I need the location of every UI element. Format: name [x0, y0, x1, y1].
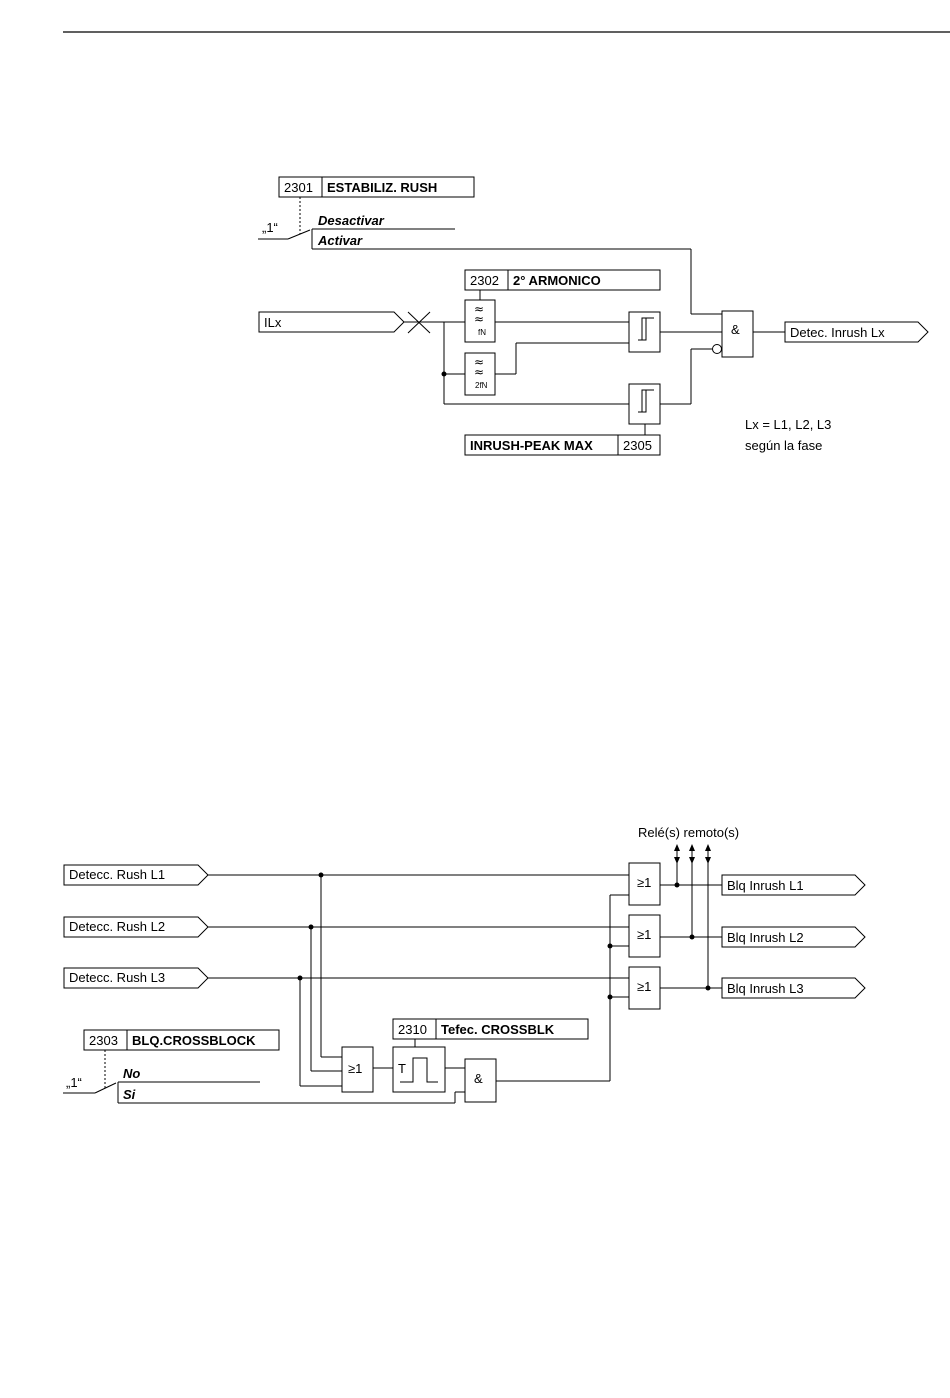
output-blq-l3-label: Blq Inrush L3: [727, 981, 804, 996]
logic-one-label: „1“: [262, 220, 278, 235]
or-gate-l2: ≥1: [628, 914, 661, 958]
input-rush-l1-label: Detecc. Rush L1: [69, 867, 165, 882]
or-gate-l1-label: ≥1: [637, 875, 651, 890]
option-no: No: [123, 1066, 140, 1081]
svg-text:≈: ≈: [474, 365, 484, 379]
input-rush-l2-label: Detecc. Rush L2: [69, 919, 165, 934]
param-2310-number: 2310: [398, 1022, 427, 1037]
output-blq-l2-label: Blq Inrush L2: [727, 930, 804, 945]
param-2303-name: BLQ.CROSSBLOCK: [132, 1033, 256, 1048]
inrush-stabilization-diagram: 2301 ESTABILIZ. RUSH „1“ Desactivar Acti…: [258, 176, 929, 456]
logic-one-label-2: „1“: [66, 1075, 82, 1090]
output-detec-inrush: Detec. Inrush Lx: [784, 321, 929, 343]
param-2302-box: 2302 2° ARMONICO: [464, 269, 661, 291]
output-blq-l1: Blq Inrush L1: [721, 874, 866, 896]
timer-label: T: [398, 1061, 406, 1076]
filter-fn: ≈ ≈ fN: [464, 299, 496, 343]
filter-2fn: ≈ ≈ 2fN: [464, 352, 496, 396]
filter-2fn-label: 2fN: [475, 381, 488, 390]
crossblock-diagram: Relé(s) remoto(s) Detecc. Rush L1 Detecc…: [63, 825, 866, 1104]
phase-note-line1: Lx = L1, L2, L3: [745, 417, 831, 432]
input-ilx-label: ILx: [264, 315, 282, 330]
phase-note-line2: según la fase: [745, 438, 822, 453]
param-2310-name: Tefec. CROSSBLK: [441, 1022, 555, 1037]
param-2305-box: INRUSH-PEAK MAX 2305: [464, 434, 661, 456]
or-gate-l1: ≥1: [628, 862, 661, 906]
input-rush-l2: Detecc. Rush L2: [63, 916, 209, 938]
and-gate-crossblock: &: [464, 1058, 497, 1103]
input-ilx: ILx: [258, 311, 405, 333]
and-gate-crossblock-label: &: [474, 1071, 483, 1086]
inverter-bubble: [712, 344, 722, 354]
threshold-peak-max: [628, 383, 661, 425]
input-rush-l1: Detecc. Rush L1: [63, 864, 209, 886]
or-gate-l3: ≥1: [628, 966, 661, 1010]
remote-relay-label: Relé(s) remoto(s): [638, 825, 739, 840]
remote-relay-taps: [674, 844, 711, 991]
param-2305-name: INRUSH-PEAK MAX: [470, 438, 593, 453]
output-blq-l3: Blq Inrush L3: [721, 977, 866, 999]
or-gate-l3-label: ≥1: [637, 979, 651, 994]
or-gate-combined-label: ≥1: [348, 1061, 362, 1076]
output-detec-inrush-label: Detec. Inrush Lx: [790, 325, 885, 340]
svg-text:≈: ≈: [474, 312, 484, 326]
param-2305-number: 2305: [623, 438, 652, 453]
and-gate-label: &: [731, 322, 740, 337]
or-gate-l2-label: ≥1: [637, 927, 651, 942]
param-2301-number: 2301: [284, 180, 313, 195]
param-2303-number: 2303: [89, 1033, 118, 1048]
filter-fn-label: fN: [478, 328, 486, 337]
param-2302-name: 2° ARMONICO: [513, 273, 601, 288]
timer-crossblock: T: [392, 1046, 446, 1093]
param-2301-box: 2301 ESTABILIZ. RUSH: [278, 176, 475, 198]
input-rush-l3: Detecc. Rush L3: [63, 967, 209, 989]
option-activar: Activar: [317, 233, 363, 248]
option-desactivar: Desactivar: [318, 213, 385, 228]
svg-text:≈: ≈: [474, 355, 484, 369]
output-blq-l1-label: Blq Inrush L1: [727, 878, 804, 893]
switch-2303: „1“ No Si: [63, 1066, 465, 1104]
param-2310-box: 2310 Tefec. CROSSBLK: [392, 1018, 589, 1040]
option-si: Si: [123, 1087, 136, 1102]
and-gate-inrush: &: [721, 310, 754, 358]
or-gate-combined: ≥1: [341, 1046, 374, 1093]
param-2303-box: 2303 BLQ.CROSSBLOCK: [83, 1029, 280, 1051]
input-rush-l3-label: Detecc. Rush L3: [69, 970, 165, 985]
threshold-2nd-harmonic: [628, 311, 661, 353]
output-blq-l2: Blq Inrush L2: [721, 926, 866, 948]
param-2301-name: ESTABILIZ. RUSH: [327, 180, 437, 195]
param-2302-number: 2302: [470, 273, 499, 288]
switch-2301: „1“ Desactivar Activar: [258, 213, 722, 315]
svg-text:≈: ≈: [474, 302, 484, 316]
